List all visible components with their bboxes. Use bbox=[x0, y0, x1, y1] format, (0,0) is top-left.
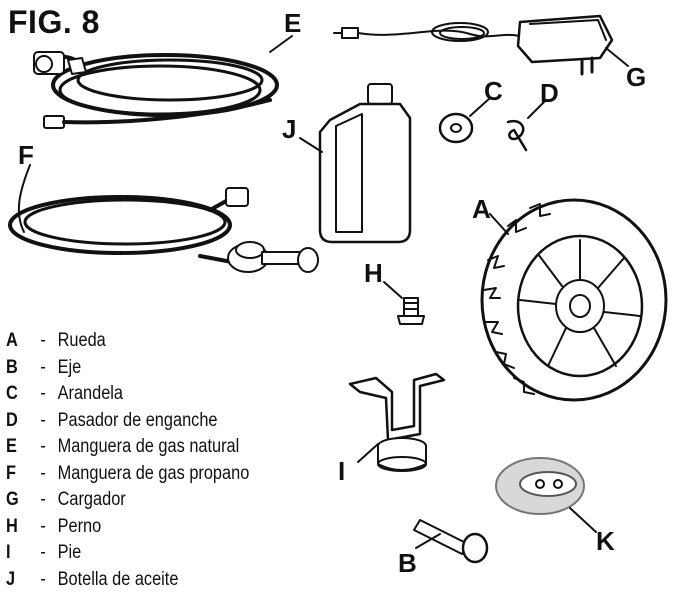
callout-e: E bbox=[284, 8, 301, 38]
foot-illustration bbox=[350, 374, 444, 471]
legend-item: D-Pasador de enganche bbox=[6, 408, 249, 435]
callout-i: I bbox=[338, 456, 345, 486]
washer-illustration bbox=[440, 98, 490, 142]
legend-item: F-Manguera de gas propano bbox=[6, 461, 249, 488]
propane-hose-illustration bbox=[10, 165, 318, 272]
wheel-illustration bbox=[482, 200, 666, 400]
natural-gas-hose-illustration bbox=[34, 36, 292, 128]
oil-bottle-illustration bbox=[300, 84, 410, 242]
legend-item: C-Arandela bbox=[6, 381, 249, 408]
callout-k: K bbox=[596, 526, 615, 556]
parts-figure: FIG. 8 bbox=[0, 0, 679, 576]
parts-legend: A-Rueda B-Eje C-Arandela D-Pasador de en… bbox=[6, 328, 289, 593]
callout-f: F bbox=[18, 140, 34, 170]
rubber-pad-illustration bbox=[496, 458, 596, 532]
callout-g: G bbox=[626, 62, 646, 92]
callout-a: A bbox=[472, 194, 491, 224]
legend-item: B-Eje bbox=[6, 355, 249, 382]
legend-item: I-Pie bbox=[6, 540, 249, 567]
callout-b: B bbox=[398, 548, 417, 576]
callout-d: D bbox=[540, 78, 559, 108]
legend-item: G-Cargador bbox=[6, 487, 249, 514]
bolt-illustration bbox=[384, 282, 424, 324]
legend-item: E-Manguera de gas natural bbox=[6, 434, 249, 461]
axle-illustration bbox=[414, 520, 487, 562]
legend-item: H-Perno bbox=[6, 514, 249, 541]
legend-item: J-Botella de aceite bbox=[6, 567, 249, 593]
callout-j: J bbox=[282, 114, 296, 144]
charger-illustration bbox=[334, 16, 628, 74]
legend-item: A-Rueda bbox=[6, 328, 249, 355]
callout-h: H bbox=[364, 258, 383, 288]
callout-c: C bbox=[484, 76, 503, 106]
